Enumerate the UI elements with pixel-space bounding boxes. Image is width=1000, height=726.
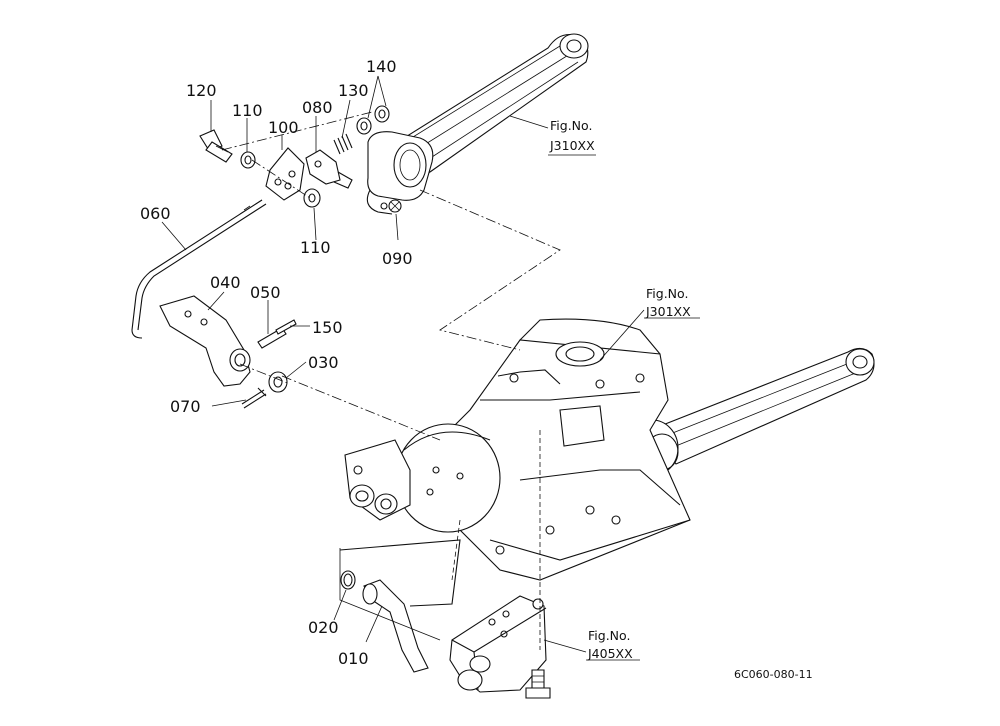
part-label-140: 140 <box>366 57 397 76</box>
fig-ref-j301: Fig.No. J301XX <box>645 286 691 319</box>
leader-lines <box>161 75 700 661</box>
fig-ref-j405-line1: Fig.No. <box>588 628 630 643</box>
fig-ref-j405: Fig.No. J405XX <box>587 628 633 661</box>
bolt-120 <box>199 129 233 163</box>
shaft-010 <box>362 579 429 673</box>
spring-130 <box>333 133 353 155</box>
bolt-lower <box>525 669 551 699</box>
washer-030 <box>268 371 288 393</box>
part-label-110-upper: 110 <box>232 101 263 120</box>
fig-ref-j310-line2: J310XX <box>549 138 595 153</box>
pin-090 <box>388 199 402 213</box>
hydraulic-housing <box>344 318 691 581</box>
part-label-110-lower: 110 <box>300 238 331 257</box>
fig-ref-j301-line2: J301XX <box>645 304 691 319</box>
plate-100 <box>265 147 305 201</box>
part-label-020: 020 <box>308 618 339 637</box>
lift-arm-lower <box>625 347 875 477</box>
nuts-140 <box>356 105 390 135</box>
lift-arm-upper <box>366 33 589 215</box>
rod-060 <box>131 199 267 339</box>
part-label-040: 040 <box>210 273 241 292</box>
clevis-080 <box>305 149 353 189</box>
pin-150 <box>275 319 297 335</box>
drawing-number: 6C060-080-11 <box>734 668 813 681</box>
fig-ref-j310-line1: Fig.No. <box>550 118 592 133</box>
part-label-070: 070 <box>170 397 201 416</box>
fig-ref-j310: Fig.No. J310XX <box>549 118 595 153</box>
part-label-090: 090 <box>382 249 413 268</box>
oring-020 <box>340 570 356 590</box>
part-label-130: 130 <box>338 81 369 100</box>
split-pin-070 <box>241 387 267 409</box>
part-label-030: 030 <box>308 353 339 372</box>
part-label-080: 080 <box>302 98 333 117</box>
part-label-010: 010 <box>338 649 369 668</box>
nut-110-lower <box>303 188 321 208</box>
valve-body-j405 <box>449 595 547 693</box>
nut-110-upper <box>240 151 256 169</box>
part-label-060: 060 <box>140 204 171 223</box>
part-label-100: 100 <box>268 118 299 137</box>
part-label-120: 120 <box>186 81 217 100</box>
fig-ref-j405-line2: J405XX <box>587 646 633 661</box>
part-labels: 120 110 100 080 130 140 110 090 060 040 … <box>140 57 413 668</box>
part-label-150: 150 <box>312 318 343 337</box>
part-label-050: 050 <box>250 283 281 302</box>
bracket-040 <box>159 295 251 387</box>
fig-ref-j301-line1: Fig.No. <box>646 286 688 301</box>
